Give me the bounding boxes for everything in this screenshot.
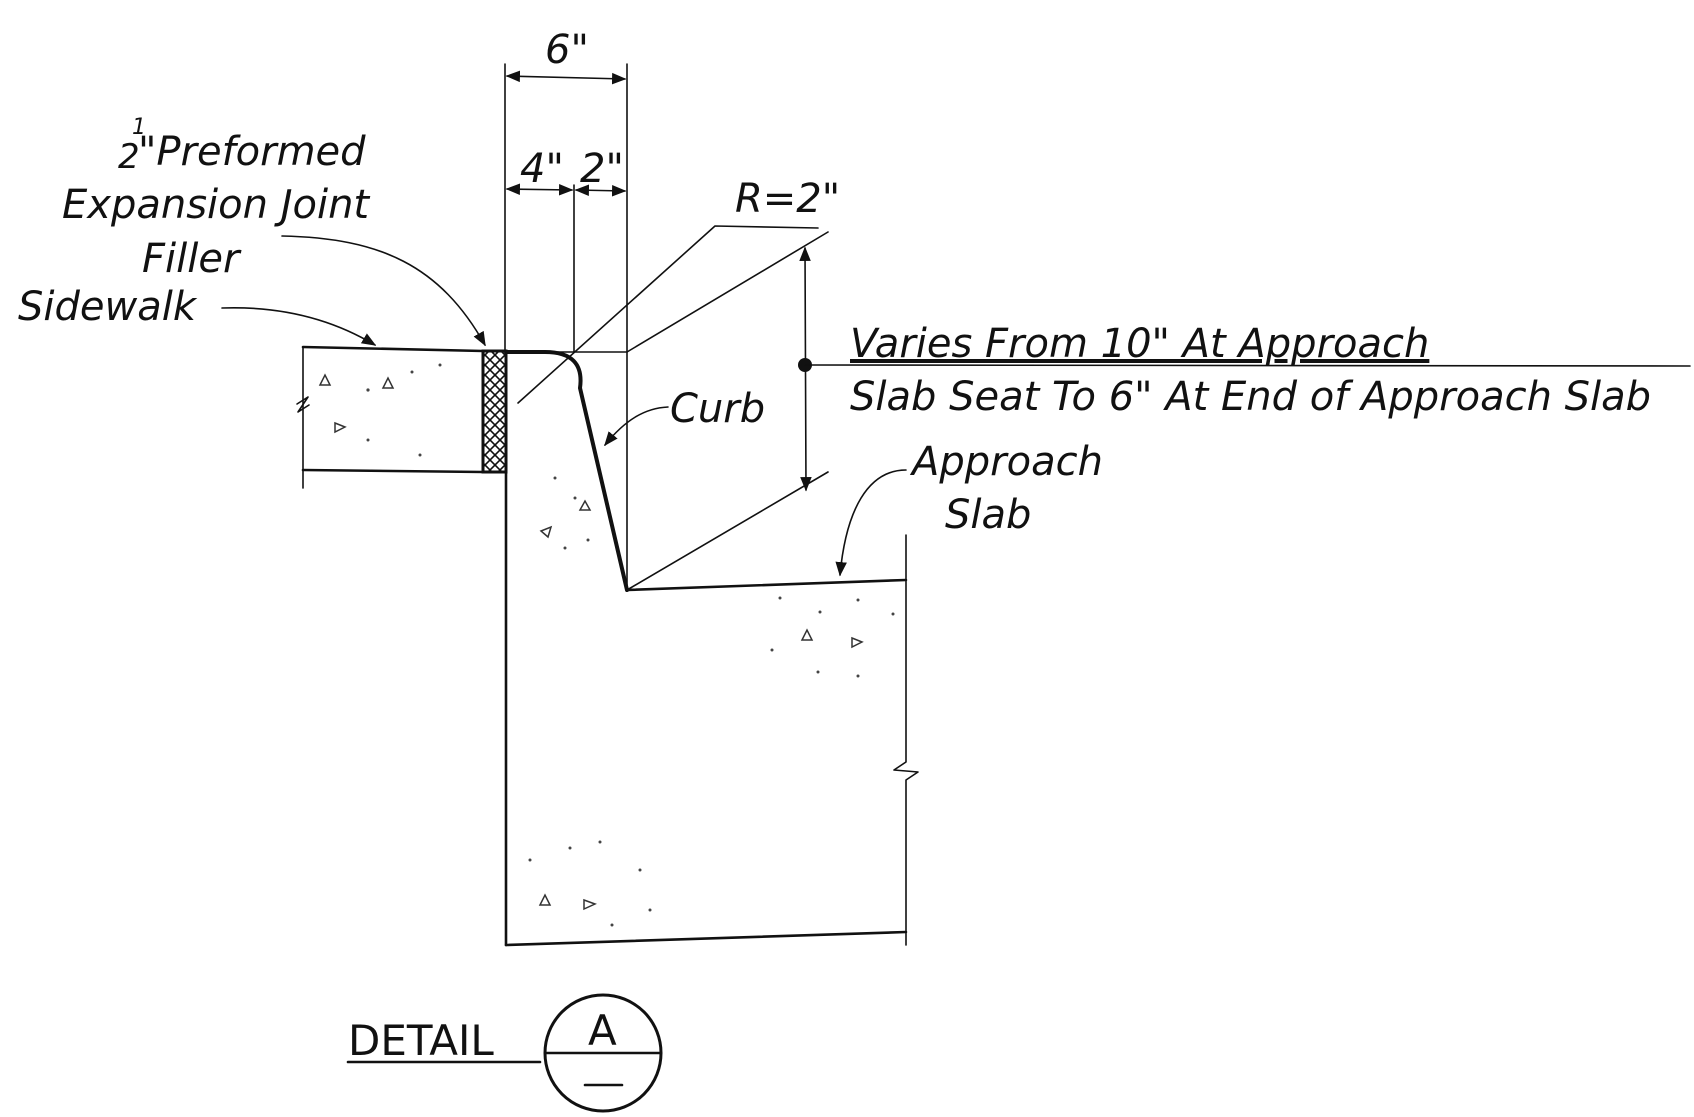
detail-letter: A (588, 1006, 617, 1055)
left-part-dimension: 4" (520, 146, 564, 192)
joint-fraction-denominator: 2 (118, 137, 140, 177)
dimension-lines (504, 63, 628, 591)
joint-label-line2: Expansion Joint (62, 182, 370, 228)
approach-slab-label-line2: Slab (945, 492, 1031, 538)
approach-slab-label-line1: Approach (909, 439, 1103, 485)
radius-leader (517, 225, 819, 404)
sidewalk-slab (296, 345, 485, 489)
detail-title-text: DETAIL (348, 1016, 494, 1065)
varies-note-line2: Slab Seat To 6" At End of Approach Slab (850, 374, 1651, 420)
joint-label-line1: "Preformed (138, 129, 366, 175)
joint-label-line3: Filler (142, 236, 242, 282)
sidewalk-label: Sidewalk (18, 284, 198, 330)
leader-lines (221, 235, 907, 577)
varies-note-line1: Varies From 10" At Approach (850, 321, 1429, 367)
radius-dimension: R=2" (735, 176, 840, 222)
curb-label: Curb (670, 386, 765, 432)
expansion-joint-filler (481, 349, 508, 474)
overall-width-dimension: 6" (545, 27, 589, 73)
curb-body (504, 350, 919, 947)
detail-title: DETAIL A (346, 993, 663, 1113)
right-part-dimension: 2" (580, 146, 624, 192)
joint-fraction-numerator: 1 (132, 115, 146, 140)
varies-dimension (626, 231, 1691, 591)
